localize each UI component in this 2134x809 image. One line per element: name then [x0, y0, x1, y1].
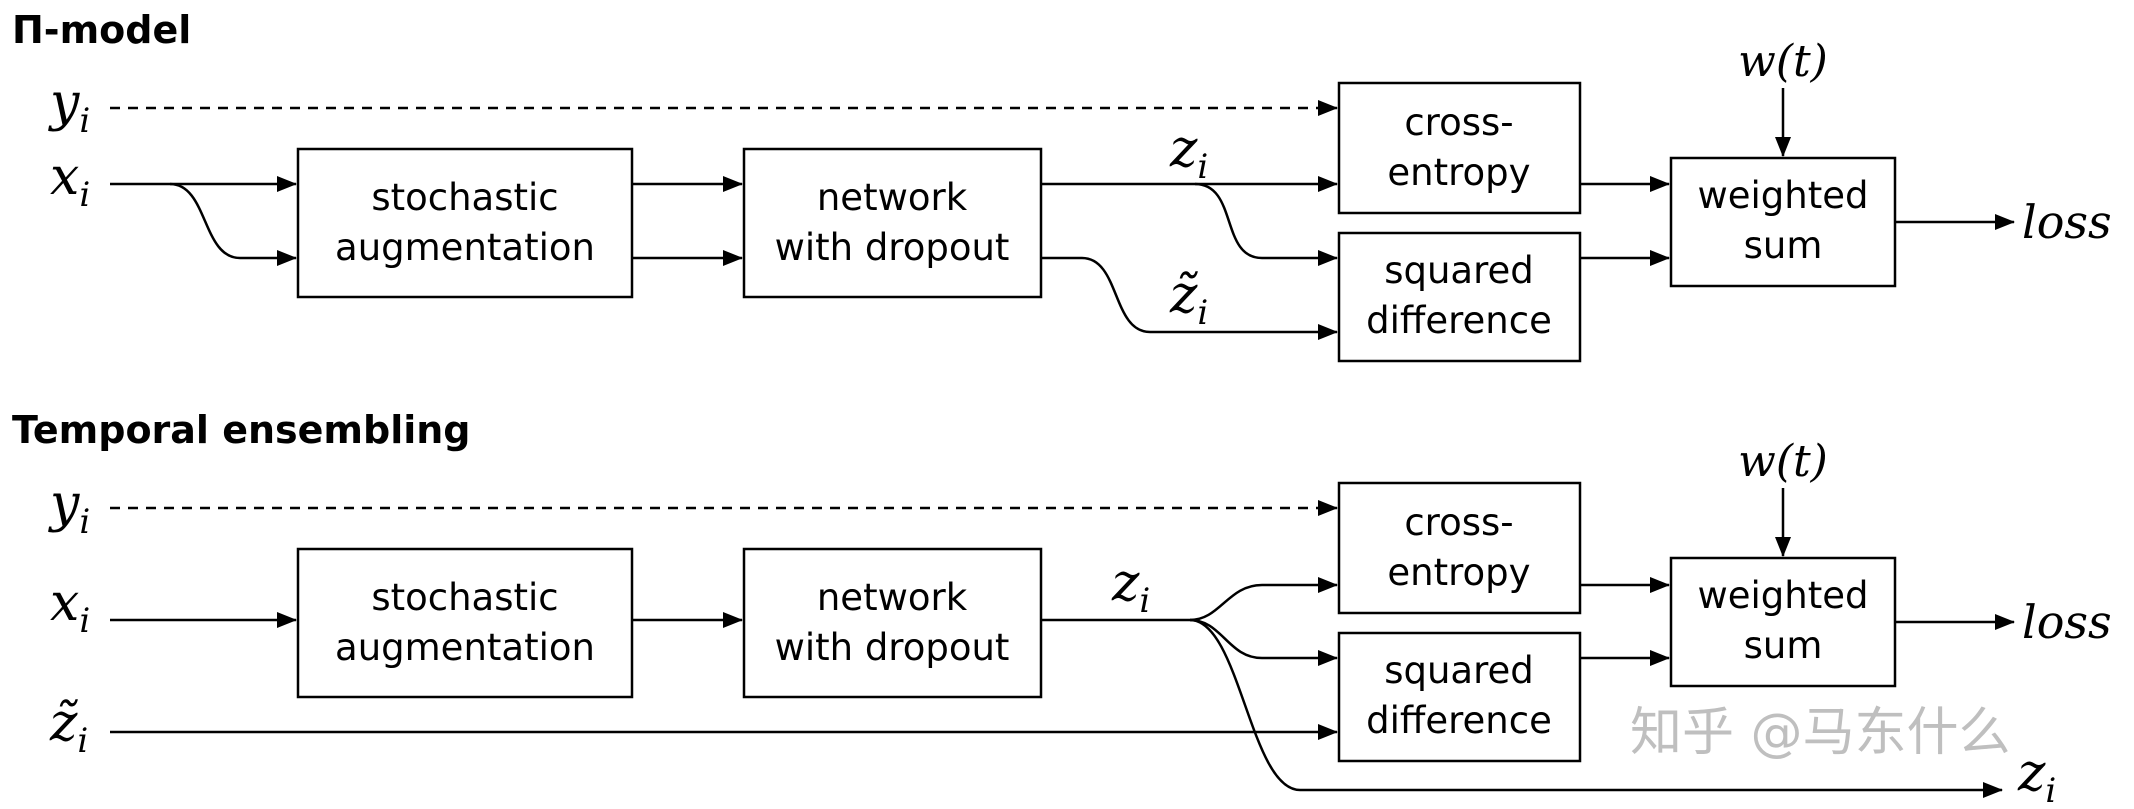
- svg-text:with dropout: with dropout: [775, 626, 1010, 669]
- pi-model-title: Π-model: [12, 8, 191, 52]
- svg-text:cross-: cross-: [1404, 101, 1513, 144]
- svg-text:cross-: cross-: [1404, 501, 1513, 544]
- pi-squared-difference-box: squared difference: [1337, 231, 1582, 363]
- pi-z-to-squared-diff-arrow: [1194, 182, 1338, 266]
- svg-text:stochastic: stochastic: [371, 576, 558, 619]
- temporal-squared-difference-box: squared difference: [1337, 631, 1582, 763]
- pi-z-tilde-to-squared-diff-arrow: [1041, 256, 1338, 340]
- pi-weighted-sum-box: weighted sum: [1669, 156, 1897, 288]
- svg-text:stochastic: stochastic: [371, 176, 558, 219]
- temporal-z-to-cross-entropy-arrow: [1041, 577, 1338, 622]
- watermark-text: 知乎 @马东什么: [1630, 703, 2011, 763]
- svg-text:difference: difference: [1366, 699, 1552, 742]
- svg-text:augmentation: augmentation: [335, 226, 595, 269]
- temporal-z-output-arrow: [1189, 618, 2003, 798]
- pi-z-tilde-label: z̃i: [1169, 265, 1208, 333]
- pi-input-y: yi: [48, 73, 90, 141]
- svg-text:difference: difference: [1366, 299, 1552, 342]
- temporal-z-output-label: zi: [2017, 743, 2056, 809]
- temporal-input-y: yi: [48, 474, 90, 542]
- temporal-loss-label: loss: [2022, 595, 2112, 649]
- pi-x-to-aug-arrow-2: [169, 182, 297, 266]
- svg-text:augmentation: augmentation: [335, 626, 595, 669]
- pi-network-box: network with dropout: [742, 147, 1043, 299]
- svg-text:weighted: weighted: [1698, 174, 1869, 217]
- temporal-weighted-sum-box: weighted sum: [1669, 556, 1897, 688]
- temporal-title: Temporal ensembling: [12, 408, 471, 452]
- svg-text:entropy: entropy: [1387, 551, 1530, 594]
- svg-text:sum: sum: [1744, 224, 1823, 267]
- temporal-weight-label: w(t): [1738, 436, 1828, 487]
- temporal-section: Temporal ensembling yi xi z̃i stochastic…: [12, 408, 2112, 809]
- pi-weight-label: w(t): [1738, 36, 1828, 87]
- svg-text:squared: squared: [1384, 649, 1534, 692]
- pi-z-label: zi: [1169, 119, 1208, 187]
- pi-augmentation-box: stochastic augmentation: [296, 147, 634, 299]
- temporal-input-x: xi: [50, 573, 90, 641]
- pi-loss-label: loss: [2022, 195, 2112, 249]
- svg-text:with dropout: with dropout: [775, 226, 1010, 269]
- svg-text:weighted: weighted: [1698, 574, 1869, 617]
- temporal-input-z-tilde: z̃i: [49, 693, 88, 761]
- svg-text:network: network: [817, 576, 968, 619]
- svg-text:squared: squared: [1384, 249, 1534, 292]
- svg-text:sum: sum: [1744, 624, 1823, 667]
- temporal-z-label: zi: [1111, 553, 1150, 621]
- temporal-network-box: network with dropout: [742, 547, 1043, 699]
- svg-text:network: network: [817, 176, 968, 219]
- svg-text:entropy: entropy: [1387, 151, 1530, 194]
- temporal-z-to-squared-diff-arrow: [1189, 618, 1338, 666]
- pi-cross-entropy-box: cross- entropy: [1337, 81, 1582, 215]
- pi-input-x: xi: [50, 147, 90, 215]
- pi-model-section: Π-model yi xi stochastic augmentation ne…: [12, 8, 2112, 363]
- temporal-cross-entropy-box: cross- entropy: [1337, 481, 1582, 615]
- temporal-augmentation-box: stochastic augmentation: [296, 547, 634, 699]
